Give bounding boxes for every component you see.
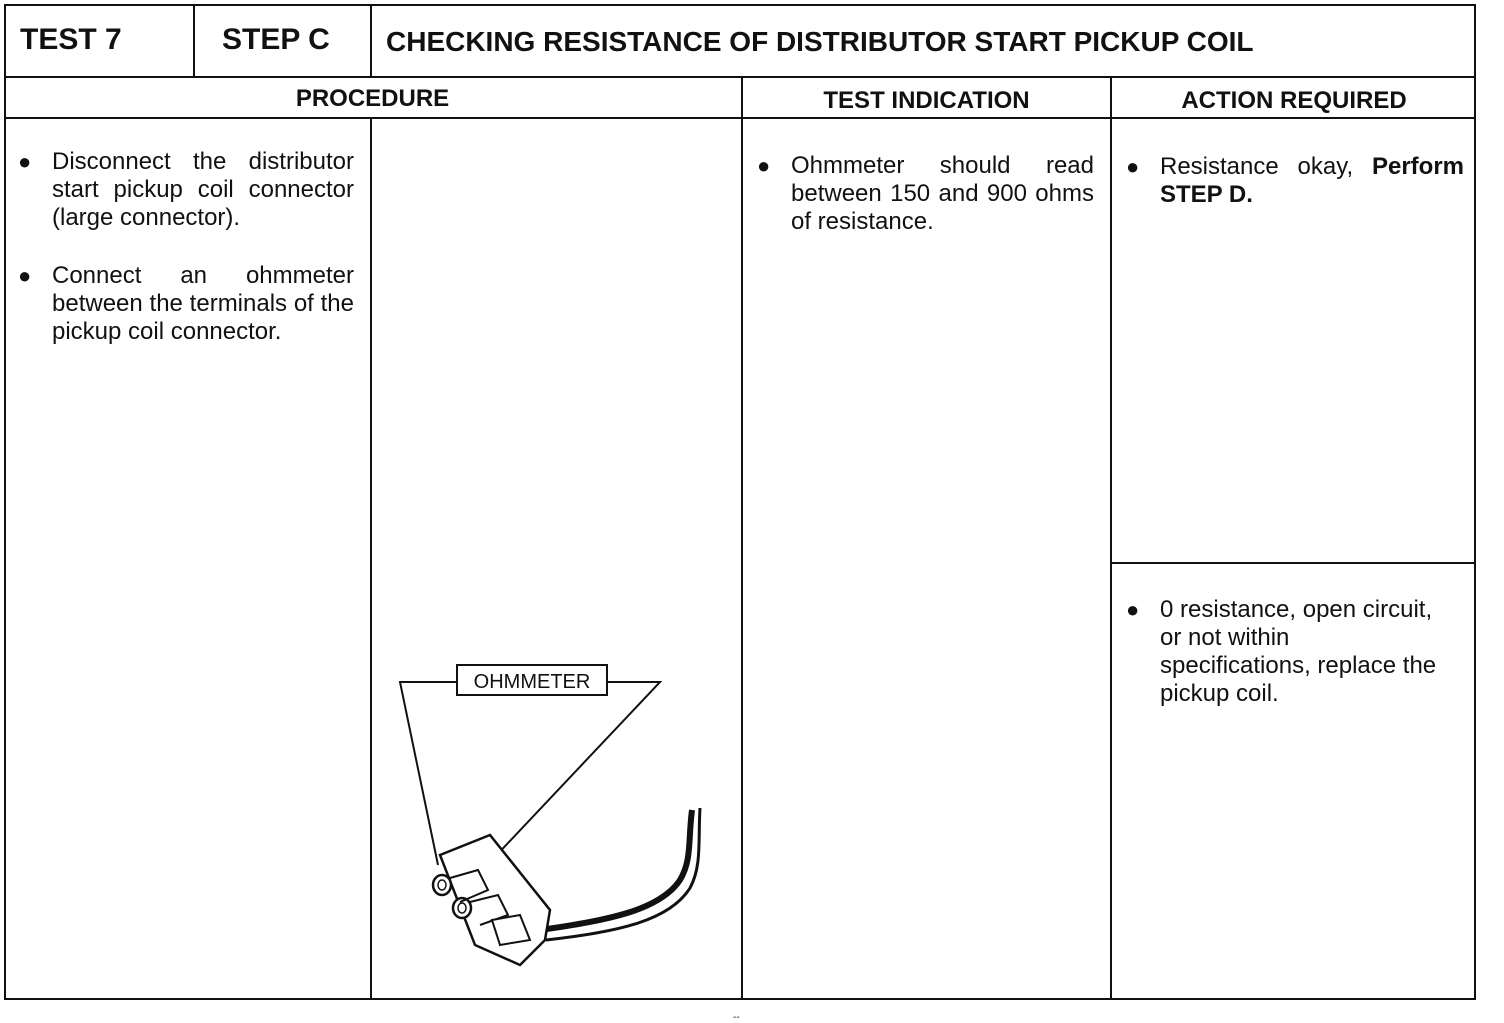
header-divider-step <box>370 4 372 76</box>
header-divider <box>4 76 1476 78</box>
column-header-action-required: ACTION REQUIRED <box>1181 87 1407 114</box>
test-indication-item: ● Ohmmeter should read between 150 and 9… <box>757 152 1094 236</box>
action-item-fail: ● 0 resistance, open circuit, or not wit… <box>1126 596 1446 708</box>
column-divider-procedure-image <box>370 117 372 1000</box>
action-item-ok: ● Resistance okay, Perform STEP D. <box>1126 153 1464 209</box>
column-header-test-indication: TEST INDICATION <box>823 87 1030 114</box>
procedure-item: ● Connect an ohmmeter between the termin… <box>18 262 354 346</box>
ohmmeter-connector-diagram: OHMMETER <box>380 640 720 985</box>
action-divider <box>1110 562 1476 564</box>
procedure-item-text: Connect an ohmmeter between the terminal… <box>52 262 354 345</box>
procedure-item-text: Disconnect the distributor start pickup … <box>52 148 354 231</box>
bullet-dot-icon: ● <box>18 149 32 174</box>
column-header-procedure: PROCEDURE <box>295 85 450 112</box>
test-indication-text: Ohmmeter should read between 150 and 900… <box>791 152 1094 235</box>
bullet-dot-icon: ● <box>1126 154 1140 179</box>
test-number: TEST 7 <box>20 23 122 56</box>
column-divider-indication <box>741 76 743 1000</box>
bullet-dot-icon: ● <box>1126 597 1140 622</box>
action-ok-next-step: Perform STEP D. <box>1160 153 1464 208</box>
bullet-dot-icon: ● <box>18 263 32 288</box>
connector-illustration: OHMMETER <box>398 664 702 967</box>
column-divider-action <box>1110 76 1112 1000</box>
bullet-dot-icon: ● <box>757 153 771 178</box>
column-header-divider <box>4 117 1476 119</box>
action-fail-text: 0 resistance, open circuit, or not withi… <box>1160 596 1437 707</box>
page-title: CHECKING RESISTANCE OF DISTRIBUTOR START… <box>386 26 1254 57</box>
page-footer-mark: -- <box>733 1012 740 1023</box>
ohmmeter-label: OHMMETER <box>474 671 591 693</box>
procedure-item: ● Disconnect the distributor start picku… <box>18 148 354 232</box>
step-label: STEP C <box>222 23 330 56</box>
procedure-table <box>4 4 1476 1000</box>
header-divider-test <box>193 4 195 76</box>
action-ok-text: Resistance okay, <box>1160 153 1372 180</box>
